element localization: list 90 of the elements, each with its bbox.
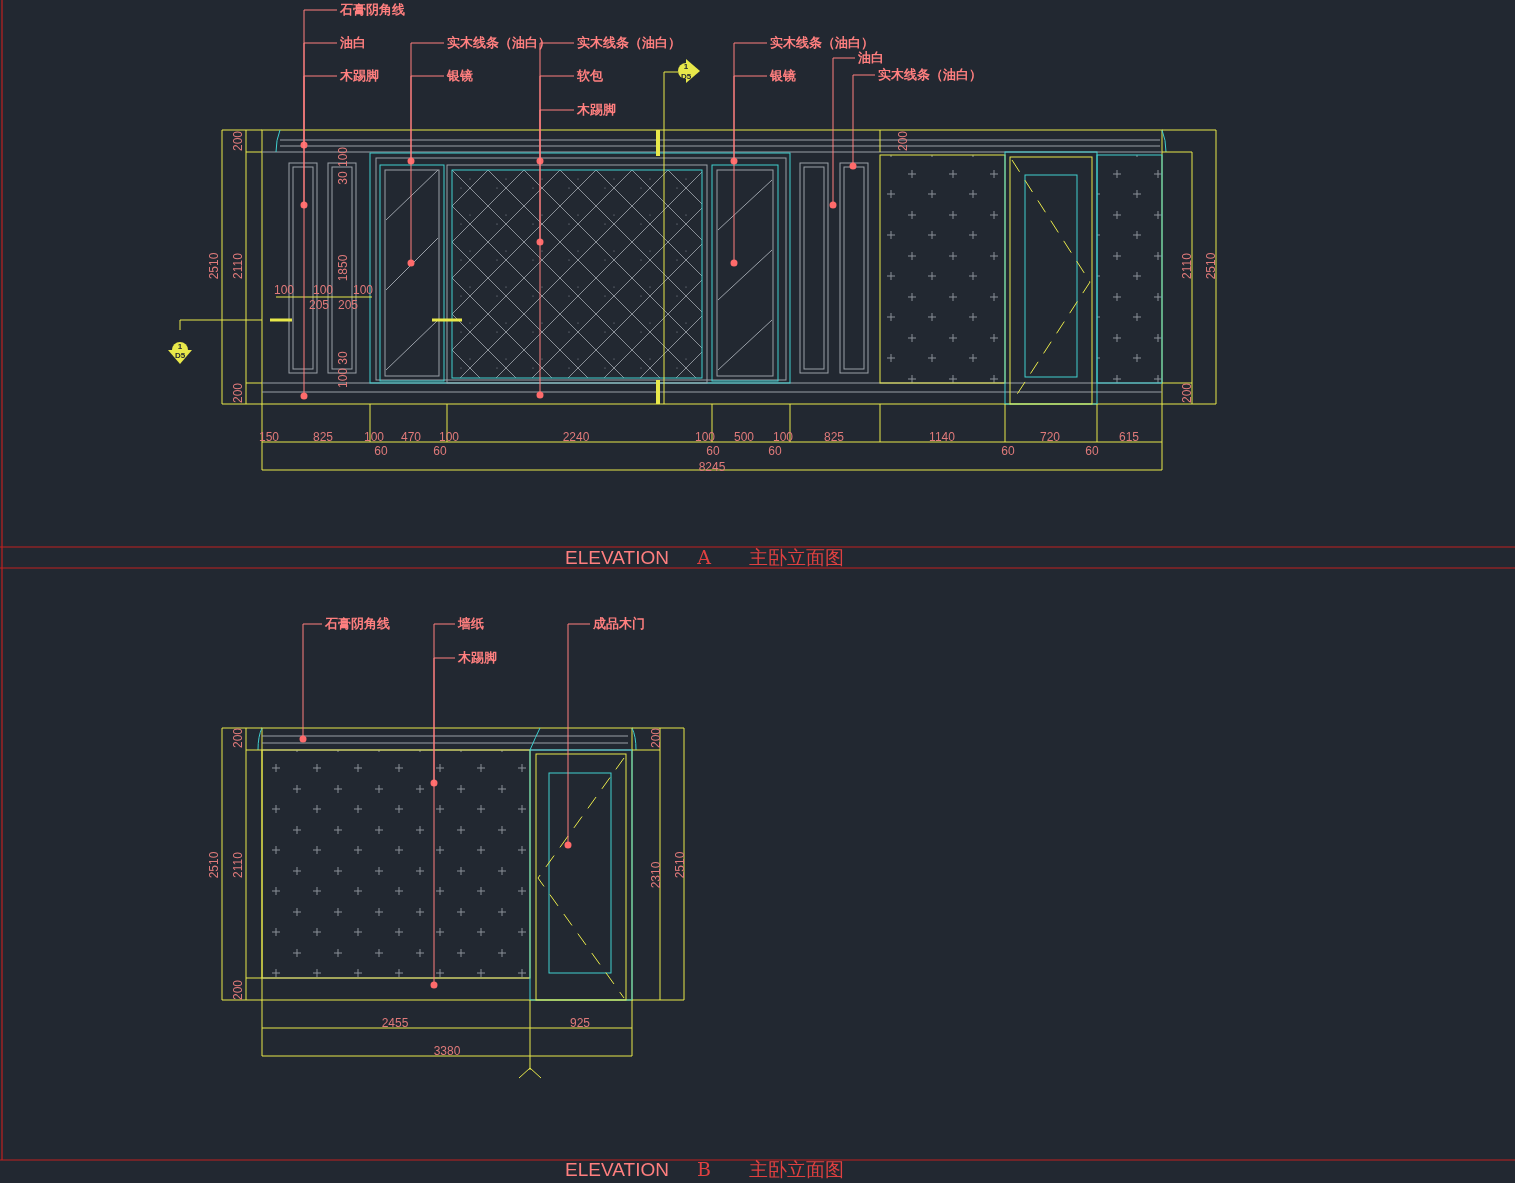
dimension-text: 1850 bbox=[336, 254, 350, 282]
dimension-text: 2510 bbox=[673, 851, 687, 879]
elevation-title: ELEVATION bbox=[565, 1158, 669, 1180]
callout-text: 木踢脚 bbox=[458, 650, 497, 665]
dimension-text: 60 bbox=[374, 444, 388, 458]
dimension-text: 2510 bbox=[1204, 252, 1218, 280]
leader-line bbox=[730, 42, 768, 165]
dimension-text: 8245 bbox=[698, 460, 726, 474]
dimension-text: 60 bbox=[433, 444, 447, 458]
callout-text: 成品木门 bbox=[593, 616, 645, 631]
dimension-text: 60 bbox=[1085, 444, 1099, 458]
callout-text: 实木线条（油白） bbox=[878, 67, 982, 82]
callout-text: 银镜 bbox=[447, 68, 473, 83]
dimension-text: 2110 bbox=[231, 253, 245, 279]
dimension-text: 30 bbox=[336, 351, 350, 365]
dimension-text: 200 bbox=[231, 980, 245, 1000]
dimension-text: 60 bbox=[768, 444, 782, 458]
dimension-text: 720 bbox=[1040, 430, 1060, 444]
elevation-title: ELEVATION bbox=[565, 546, 669, 568]
dimension-text: 100 bbox=[695, 430, 715, 444]
callout-text: 银镜 bbox=[770, 68, 796, 83]
dimension-text: 200 bbox=[649, 728, 663, 748]
callout-text: 实木线条（油白） bbox=[447, 35, 551, 50]
dimension-text: 2110 bbox=[1180, 253, 1194, 279]
dimension-text: 200 bbox=[896, 131, 910, 151]
dimension-text: 205 bbox=[309, 298, 329, 312]
dimension-text: 100 bbox=[439, 430, 459, 444]
leader-line bbox=[430, 657, 456, 989]
leader-line bbox=[407, 42, 445, 165]
callout-text: 软包 bbox=[577, 68, 603, 83]
dimension-text: 2310 bbox=[649, 861, 663, 889]
leader-line bbox=[849, 74, 876, 170]
leader-line bbox=[536, 109, 575, 399]
dimension-text: 200 bbox=[231, 728, 245, 748]
dimension-text: 100 bbox=[773, 430, 793, 444]
callout-text: 实木线条（油白） bbox=[577, 35, 681, 50]
dimension-text: 30 bbox=[336, 171, 350, 185]
dimension-text: 925 bbox=[570, 1016, 590, 1030]
dimension-text: 200 bbox=[231, 131, 245, 151]
dimension-text: 205 bbox=[338, 298, 358, 312]
section-number: 1 bbox=[177, 341, 183, 351]
dimension-text: 100 bbox=[336, 147, 350, 167]
dimension-text: 100 bbox=[336, 368, 350, 388]
dimension-text: 2510 bbox=[207, 851, 221, 879]
elevation-title: A bbox=[697, 546, 711, 568]
callout-text: 油白 bbox=[858, 50, 884, 65]
leader-line bbox=[407, 75, 445, 267]
dimension-text: 1140 bbox=[929, 430, 955, 444]
leader-line bbox=[536, 42, 575, 165]
leader-line bbox=[299, 623, 323, 743]
dimension-text: 2240 bbox=[562, 430, 590, 444]
dimension-text: 150 bbox=[259, 430, 279, 444]
dimension-text: 500 bbox=[734, 430, 754, 444]
dimension-text: 100 bbox=[353, 283, 373, 297]
callout-text: 石膏阴角线 bbox=[325, 616, 390, 631]
leader-line bbox=[430, 623, 456, 787]
dimension-text: 825 bbox=[824, 430, 844, 444]
leader-line bbox=[300, 42, 338, 209]
leader-line bbox=[300, 75, 338, 400]
dimension-text: 2455 bbox=[381, 1016, 409, 1030]
leader-line bbox=[564, 623, 591, 849]
callout-text: 木踢脚 bbox=[340, 68, 379, 83]
dimension-text: 2110 bbox=[231, 852, 245, 878]
leader-line bbox=[730, 75, 768, 267]
dimension-text: 825 bbox=[313, 430, 333, 444]
dimension-text: 200 bbox=[1180, 383, 1194, 403]
callout-text: 墙纸 bbox=[458, 616, 484, 631]
section-number: D5 bbox=[680, 71, 692, 81]
leader-line bbox=[300, 9, 338, 149]
dimension-text: 2510 bbox=[207, 252, 221, 280]
dimension-text: 3380 bbox=[433, 1044, 461, 1058]
dimension-text: 470 bbox=[401, 430, 421, 444]
dimension-text: 60 bbox=[706, 444, 720, 458]
dimension-text: 100 bbox=[274, 283, 294, 297]
dimension-text: 60 bbox=[1001, 444, 1015, 458]
leader-line bbox=[829, 57, 856, 209]
callout-text: 木踢脚 bbox=[577, 102, 616, 117]
callout-text: 油白 bbox=[340, 35, 366, 50]
elevation-title: 主卧立面图 bbox=[748, 546, 844, 568]
elevation-title: B bbox=[697, 1158, 711, 1180]
leader-line bbox=[536, 75, 575, 246]
elevation-title: 主卧立面图 bbox=[748, 1158, 844, 1180]
dimension-text: 100 bbox=[364, 430, 384, 444]
callout-text: 实木线条（油白） bbox=[770, 35, 874, 50]
section-number: D5 bbox=[174, 350, 186, 360]
dimension-text: 200 bbox=[231, 383, 245, 403]
dimension-text: 100 bbox=[313, 283, 333, 297]
callout-text: 石膏阴角线 bbox=[340, 2, 405, 17]
dimension-text: 615 bbox=[1119, 430, 1139, 444]
section-number: 1 bbox=[683, 61, 689, 71]
